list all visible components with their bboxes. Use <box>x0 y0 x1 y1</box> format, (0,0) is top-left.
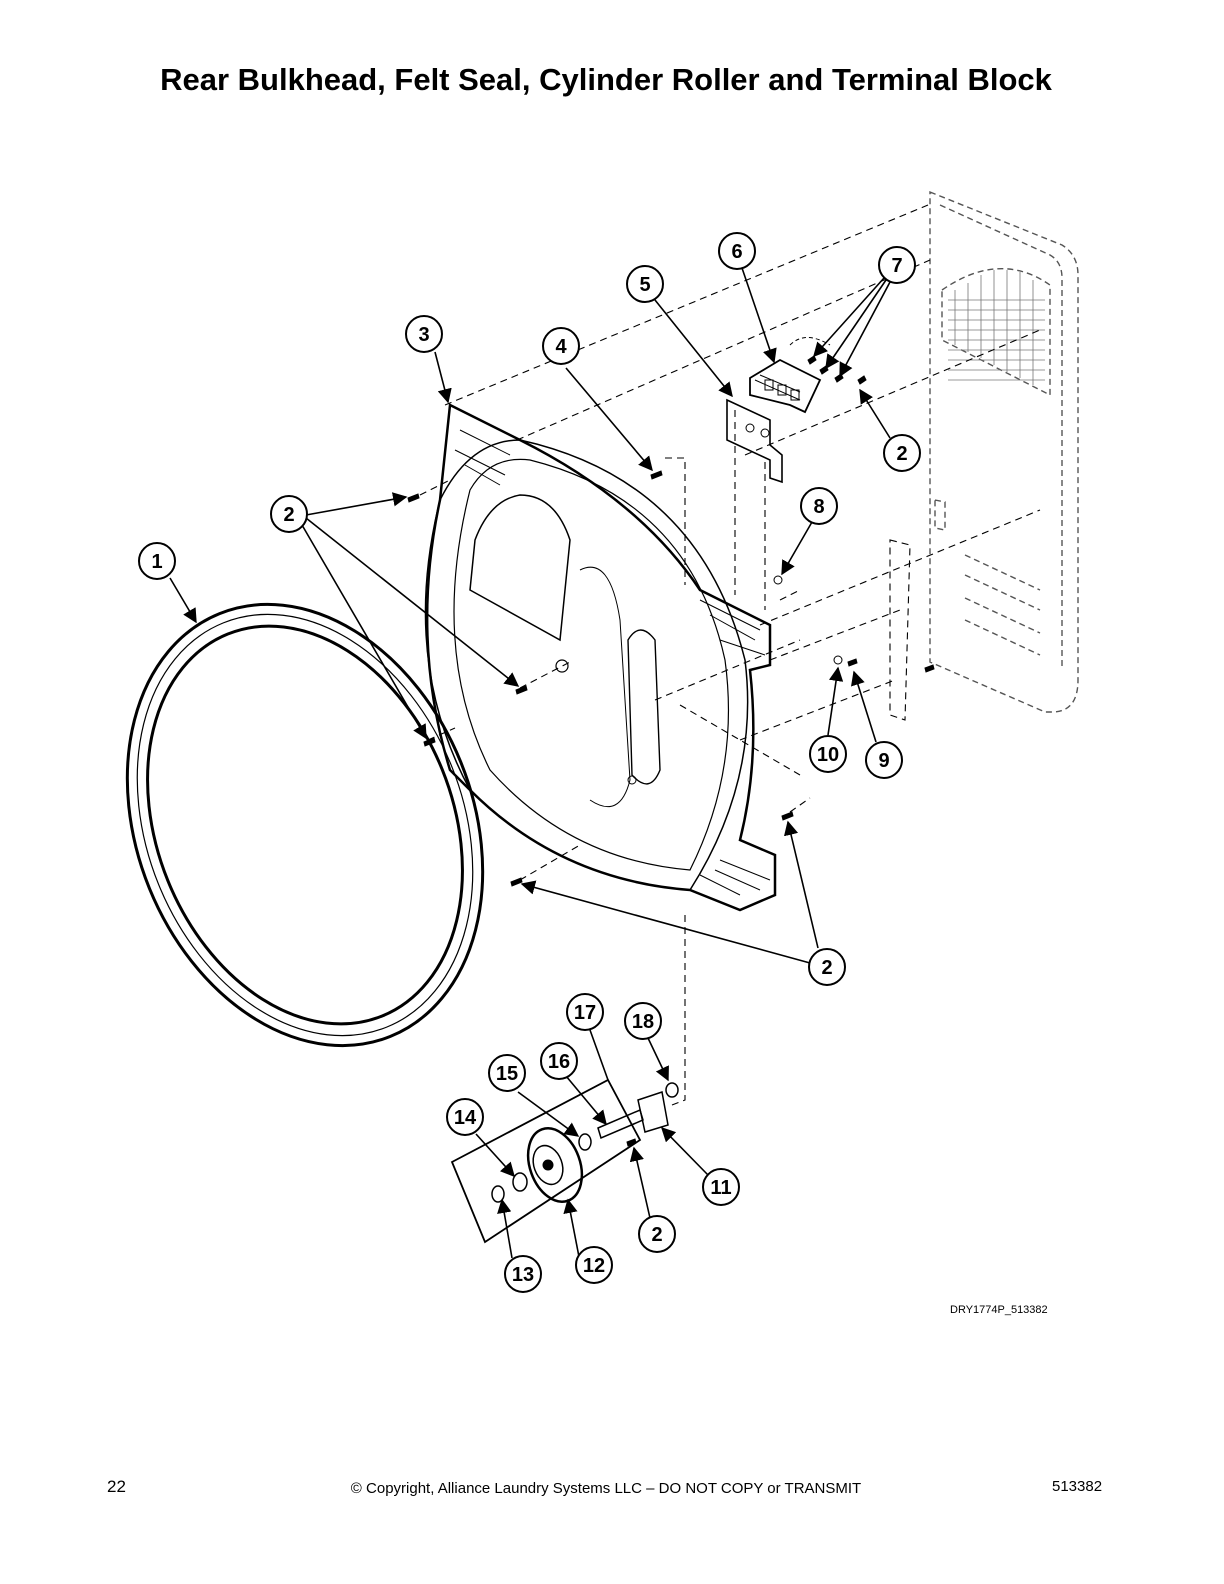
callout-2-left: 2 <box>270 495 308 533</box>
svg-text:12: 12 <box>583 1255 605 1277</box>
screws <box>407 355 935 1147</box>
svg-text:10: 10 <box>817 744 839 766</box>
callout-11: 11 <box>702 1168 740 1206</box>
callout-8: 8 <box>800 487 838 525</box>
svg-text:1: 1 <box>151 551 162 573</box>
cylinder-roller-assembly <box>450 1078 679 1244</box>
svg-text:2: 2 <box>651 1224 662 1246</box>
callout-13: 13 <box>504 1255 542 1293</box>
callout-6: 6 <box>718 232 756 270</box>
callout-14: 14 <box>446 1098 484 1136</box>
callout-17: 17 <box>566 993 604 1031</box>
callout-2-bottom: 2 <box>808 948 846 986</box>
callout-18: 18 <box>624 1002 662 1040</box>
svg-text:2: 2 <box>283 504 294 526</box>
felt-seal-ring <box>125 602 485 1048</box>
callout-9: 9 <box>865 741 903 779</box>
cabinet-rear-panel <box>929 190 1079 713</box>
callout-10: 10 <box>809 735 847 773</box>
callout-2-roller: 2 <box>638 1215 676 1253</box>
callout-4: 4 <box>542 327 580 365</box>
callout-2-terminal: 2 <box>883 434 921 472</box>
svg-text:15: 15 <box>496 1063 518 1085</box>
svg-text:8: 8 <box>813 496 824 518</box>
svg-text:17: 17 <box>574 1002 596 1024</box>
svg-text:2: 2 <box>821 957 832 979</box>
svg-text:3: 3 <box>418 324 429 346</box>
drawing-id: DRY1774P_513382 <box>950 1304 1048 1316</box>
callout-3: 3 <box>405 315 443 353</box>
callout-1: 1 <box>138 542 176 580</box>
svg-text:16: 16 <box>548 1051 570 1073</box>
page-number: 22 <box>107 1477 126 1496</box>
document-number: 513382 <box>1052 1478 1103 1495</box>
svg-text:9: 9 <box>878 750 889 772</box>
rear-bulkhead <box>424 403 777 912</box>
leader-lines <box>169 267 891 1263</box>
callout-12: 12 <box>575 1246 613 1284</box>
svg-text:4: 4 <box>555 336 567 358</box>
callout-16: 16 <box>540 1042 578 1080</box>
alignment-guides <box>419 204 1041 1106</box>
callout-7: 7 <box>878 246 916 284</box>
callout-15: 15 <box>488 1054 526 1092</box>
svg-text:18: 18 <box>632 1011 654 1033</box>
svg-text:7: 7 <box>891 255 902 277</box>
callout-5: 5 <box>626 265 664 303</box>
svg-text:11: 11 <box>710 1177 731 1199</box>
terminal-block-assembly <box>726 337 831 484</box>
svg-text:13: 13 <box>512 1264 534 1286</box>
svg-text:2: 2 <box>896 443 907 465</box>
page-title: Rear Bulkhead, Felt Seal, Cylinder Rolle… <box>160 62 1052 97</box>
svg-text:14: 14 <box>454 1107 477 1129</box>
vent-grille <box>948 270 1045 385</box>
svg-text:6: 6 <box>731 241 742 263</box>
copyright-notice: © Copyright, Alliance Laundry Systems LL… <box>350 1480 862 1497</box>
svg-text:5: 5 <box>639 274 650 296</box>
